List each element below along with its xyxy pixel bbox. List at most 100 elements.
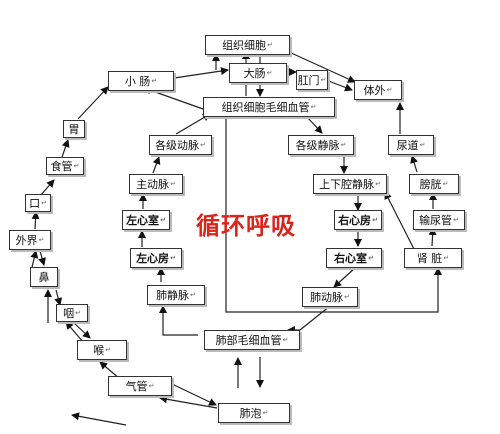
arrow-capillary-to-veins <box>305 115 323 134</box>
return-mark: ↵ <box>453 216 459 224</box>
node-vena-cava: 上下腔静脉↵ <box>313 174 387 194</box>
node-pulmonary-artery: 肺动脉↵ <box>302 287 358 307</box>
node-left-atrium: 左心房↵ <box>130 248 182 268</box>
node-label: 鼻 <box>38 271 50 284</box>
node-label: 输尿管 <box>419 214 453 227</box>
node-nose: 鼻 <box>30 267 58 287</box>
node-label: 气管 <box>125 380 148 393</box>
return-mark: ↵ <box>148 382 155 390</box>
node-label: 右心房 <box>338 214 372 227</box>
arrow-esophagus-to-stomach <box>61 139 70 158</box>
node-label: 食管 <box>50 160 73 173</box>
node-label: 左心室 <box>126 214 160 227</box>
node-left-ventricle: 左心室↵ <box>122 210 170 230</box>
node-trachea: 气管↵ <box>108 376 172 396</box>
return-mark: ↵ <box>266 69 273 77</box>
arrow-nose-to-external <box>30 250 39 268</box>
arrow-pharynx-to-larynx <box>72 321 91 339</box>
node-label: 肺泡 <box>239 407 262 420</box>
node-outside-body: 体外↵ <box>354 80 402 100</box>
return-mark: ↵ <box>170 254 176 262</box>
node-larynx: 喉↵ <box>77 340 127 360</box>
node-label: 胃 <box>68 123 80 136</box>
return-mark: ↵ <box>73 162 80 170</box>
node-alveoli: 肺泡↵ <box>218 403 290 423</box>
arrow-trachea-down <box>171 383 217 406</box>
return-mark: ↵ <box>282 336 289 344</box>
arrow-capillary-to-pulmonary-vein <box>159 305 198 336</box>
node-right-atrium: 右心房↵ <box>334 210 382 230</box>
arrow-trachea-to-alveoli <box>159 395 218 409</box>
node-pulmonary-vein: 肺静脉↵ <box>147 285 205 305</box>
node-esophagus: 食管↵ <box>46 157 84 175</box>
arrow-capillary-to-kidney <box>225 118 442 313</box>
arrow-external-to-mouth <box>31 211 40 230</box>
return-mark: ↵ <box>151 77 158 85</box>
node-pharynx: 咽↵ <box>56 304 88 322</box>
node-label: 咽 <box>63 307 75 320</box>
arrow-kidney-to-vena-cava <box>384 191 417 254</box>
node-label: 膀胱 <box>419 178 442 191</box>
node-label: 肾 脏 <box>416 252 443 265</box>
arrow-nose-to-pharynx <box>54 289 63 306</box>
return-mark: ↵ <box>419 141 426 149</box>
arrow-capillary-to-small-intestine <box>143 86 204 110</box>
node-small-intestine: 小 肠↵ <box>108 71 174 91</box>
return-mark: ↵ <box>372 216 378 224</box>
return-mark: ↵ <box>375 180 381 188</box>
node-stomach: 胃 <box>63 120 85 138</box>
node-label: 右心室 <box>334 252 368 265</box>
arrow-alveoli-to-trachea <box>71 412 127 426</box>
node-label: 主动脉 <box>136 178 170 191</box>
node-label: 上下腔静脉 <box>319 178 375 191</box>
arrow-pulmonary-artery-to-capillary <box>287 305 331 334</box>
return-mark: ↵ <box>38 236 45 244</box>
node-tissue-cell: 组织细胞↵ <box>205 35 290 55</box>
return-mark: ↵ <box>320 76 327 84</box>
arrow-bladder-to-urethra <box>410 155 418 173</box>
node-label: 小 肠 <box>124 75 151 88</box>
node-external: 外界↵ <box>9 230 51 250</box>
return-mark: ↵ <box>442 180 449 188</box>
arrow-tissue-cell-to-outside <box>288 51 356 83</box>
node-kidney: 肾 脏↵ <box>404 248 462 268</box>
return-mark: ↵ <box>170 180 176 188</box>
node-label: 外界 <box>15 234 38 247</box>
node-aorta: 主动脉↵ <box>129 174 183 194</box>
node-bladder: 膀胱↵ <box>409 174 459 194</box>
return-mark: ↵ <box>310 103 317 111</box>
arrow-kidney-to-ureter <box>428 227 437 247</box>
return-mark: ↵ <box>190 291 196 299</box>
node-anus: 肛门↵ <box>296 70 328 90</box>
arrow-external-to-nose <box>38 250 46 266</box>
node-tissue-capillary: 组织细胞毛细血管↵ <box>203 97 335 117</box>
return-mark: ↵ <box>267 41 273 49</box>
arrow-right-ventricle-to-pulmonary-artery <box>333 267 356 288</box>
return-mark: ↵ <box>200 141 206 149</box>
node-label: 各级静脉 <box>295 139 340 152</box>
node-label: 组织细胞 <box>222 39 267 52</box>
return-mark: ↵ <box>105 346 111 354</box>
return-mark: ↵ <box>75 309 81 317</box>
arrow-mouth-to-esophagus <box>39 179 55 197</box>
return-mark: ↵ <box>344 293 350 301</box>
node-label: 肺部毛细血管 <box>215 334 282 347</box>
arrow-arteries-to-capillary <box>175 113 211 135</box>
arrow-stomach-to-small-intestine <box>77 86 109 120</box>
node-veins: 各级静脉↵ <box>288 135 354 155</box>
node-urethra: 尿道↵ <box>388 135 434 155</box>
arrow-small-intestine-to-large-intestine <box>173 67 229 79</box>
return-mark: ↵ <box>41 199 47 207</box>
return-mark: ↵ <box>262 409 269 417</box>
node-label: 大肠 <box>243 67 266 80</box>
node-label: 肛门 <box>297 74 320 87</box>
node-label: 肺静脉 <box>156 289 190 302</box>
node-label: 各级动脉 <box>155 139 200 152</box>
node-label: 左心房 <box>136 252 170 265</box>
node-mouth: 口↵ <box>25 194 51 212</box>
arrow-anus-to-outside <box>325 79 353 92</box>
node-label: 尿道 <box>396 139 419 152</box>
node-ureter: 输尿管↵ <box>413 210 465 230</box>
